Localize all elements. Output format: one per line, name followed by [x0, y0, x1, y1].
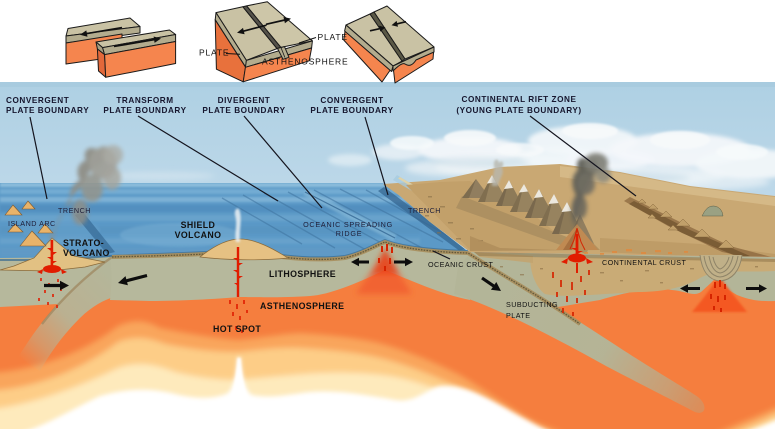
svg-text:CONTINENTAL CRUST: CONTINENTAL CRUST [602, 258, 686, 267]
svg-text:OCEANIC SPREADING: OCEANIC SPREADING [303, 220, 393, 229]
svg-text:CONVERGENT: CONVERGENT [320, 96, 383, 105]
svg-text:PLATE BOUNDARY: PLATE BOUNDARY [103, 106, 186, 115]
svg-text:PLATE BOUNDARY: PLATE BOUNDARY [202, 106, 285, 115]
svg-text:TRENCH: TRENCH [58, 206, 91, 215]
svg-text:CONVERGENT: CONVERGENT [6, 96, 69, 105]
svg-text:VOLCANO: VOLCANO [175, 230, 222, 240]
svg-text:OCEANIC CRUST: OCEANIC CRUST [428, 260, 494, 269]
svg-text:TRENCH: TRENCH [408, 206, 441, 215]
svg-text:PLATE: PLATE [318, 32, 348, 42]
svg-text:STRATO-: STRATO- [63, 238, 104, 248]
svg-text:SUBDUCTING: SUBDUCTING [506, 300, 558, 309]
svg-text:ASTHENOSPHERE: ASTHENOSPHERE [260, 301, 344, 311]
svg-text:ASTHENOSPHERE: ASTHENOSPHERE [262, 57, 348, 67]
svg-text:PLATE: PLATE [506, 311, 531, 320]
svg-text:PLATE BOUNDARY: PLATE BOUNDARY [6, 106, 89, 115]
svg-text:DIVERGENT: DIVERGENT [218, 96, 271, 105]
svg-text:LITHOSPHERE: LITHOSPHERE [269, 269, 336, 279]
svg-text:(YOUNG PLATE BOUNDARY): (YOUNG PLATE BOUNDARY) [456, 106, 581, 115]
svg-text:HOT SPOT: HOT SPOT [213, 324, 261, 334]
svg-text:TRANSFORM: TRANSFORM [116, 96, 173, 105]
svg-text:CONTINENTAL RIFT ZONE: CONTINENTAL RIFT ZONE [462, 95, 577, 104]
svg-text:VOLCANO: VOLCANO [63, 248, 110, 258]
svg-text:PLATE BOUNDARY: PLATE BOUNDARY [310, 106, 393, 115]
svg-text:RIDGE: RIDGE [336, 229, 363, 238]
svg-text:PLATE: PLATE [199, 48, 229, 58]
svg-text:SHIELD: SHIELD [181, 220, 216, 230]
svg-text:ISLAND ARC: ISLAND ARC [8, 219, 56, 228]
